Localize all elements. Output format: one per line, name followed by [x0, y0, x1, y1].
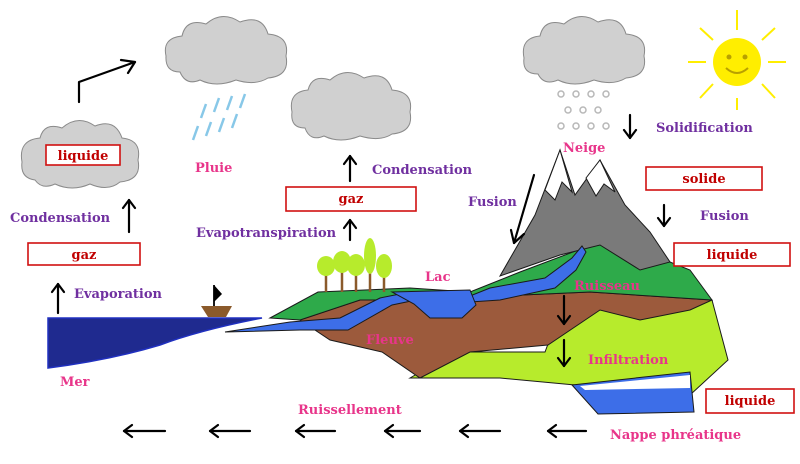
- label-infiltration: Infiltration: [588, 353, 669, 368]
- label-gaz-left: gaz: [72, 248, 97, 263]
- box-liquide-cloud: [45, 144, 121, 166]
- box-solide: [645, 166, 763, 191]
- label-liquide-bottom: liquide: [725, 394, 776, 409]
- boat-icon: [201, 285, 232, 317]
- label-fusion-right: Fusion: [700, 209, 749, 224]
- sun-icon: [688, 10, 786, 110]
- label-gaz-mid: gaz: [339, 192, 364, 207]
- label-liquide-cloud: liquide: [58, 149, 109, 164]
- snowflakes: [557, 90, 610, 130]
- lake: [390, 289, 477, 319]
- label-evapotranspiration: Evapotranspiration: [196, 226, 337, 241]
- box-gaz-mid: [285, 186, 417, 212]
- label-ruissellement: Ruissellement: [298, 403, 402, 418]
- label-evaporation: Evaporation: [74, 287, 163, 302]
- box-gaz-left: [27, 242, 141, 266]
- label-nappe: Nappe phréatique: [610, 428, 741, 443]
- rain-drops: [191, 93, 247, 141]
- cycle-arrows: [50, 58, 672, 439]
- mountain: [498, 148, 671, 277]
- label-solide: solide: [682, 172, 725, 187]
- cloud-icon: [20, 16, 646, 189]
- label-solidification: Solidification: [656, 121, 753, 136]
- label-neige: Neige: [563, 141, 605, 156]
- label-mer: Mer: [60, 375, 90, 390]
- label-condensation-mid: Condensation: [372, 163, 473, 178]
- label-fusion-left: Fusion: [468, 195, 517, 210]
- label-fleuve: Fleuve: [366, 333, 414, 348]
- label-condensation-left: Condensation: [10, 211, 111, 226]
- label-liquide-right: liquide: [707, 248, 758, 263]
- box-liquide-right: [673, 242, 791, 267]
- river: [224, 245, 587, 333]
- sea: [47, 317, 263, 369]
- label-lac: Lac: [425, 270, 451, 285]
- label-ruisseau: Ruisseau: [574, 279, 640, 294]
- tree-icon: [317, 238, 392, 292]
- label-pluie: Pluie: [195, 161, 232, 176]
- box-liquide-bottom: [705, 388, 795, 414]
